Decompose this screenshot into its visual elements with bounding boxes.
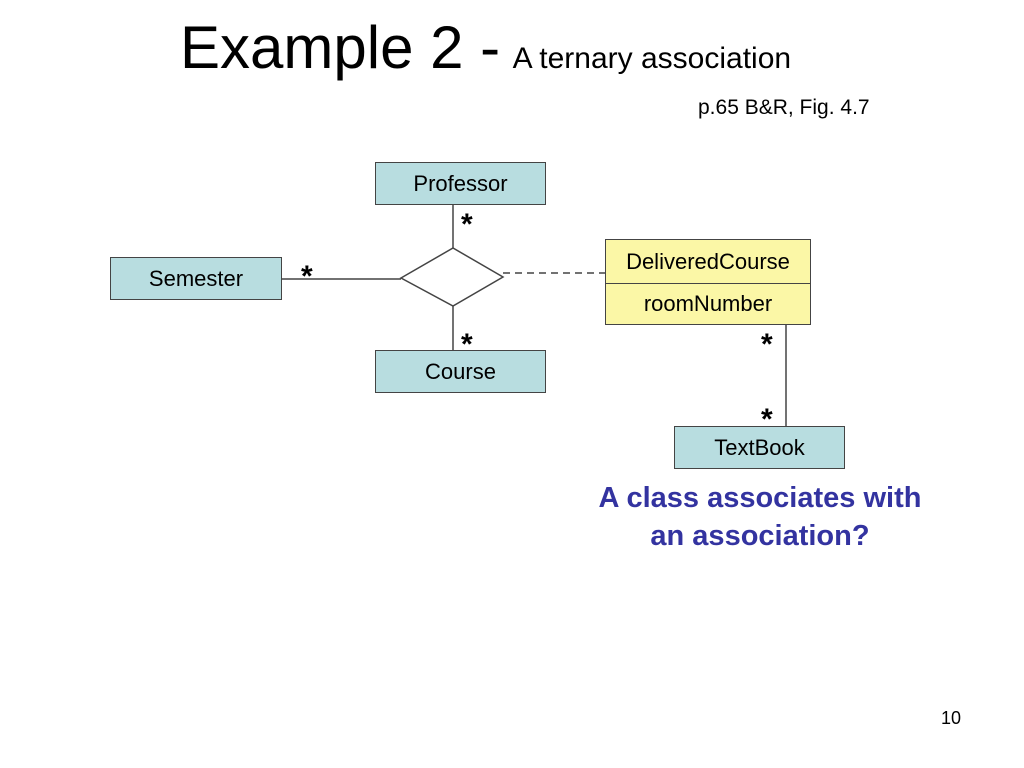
question-line-2: an association? <box>650 519 870 552</box>
delivered-course-association-class: DeliveredCourse roomNumber <box>605 239 811 325</box>
slide-title-main: Example 2 - <box>180 14 501 81</box>
association-diamond <box>399 247 505 307</box>
association-class-name: DeliveredCourse <box>626 249 790 274</box>
course-class: Course <box>375 350 546 393</box>
question-line-1: A class associates with <box>598 482 922 514</box>
page-number: 10 <box>941 708 962 728</box>
textbook-class: TextBook <box>674 426 845 469</box>
semester-class: Semester <box>110 257 282 300</box>
question-callout: A class associates with an association? <box>550 480 970 555</box>
association-class-attribute: roomNumber <box>643 291 773 316</box>
book-reference: p.65 B&R, Fig. 4.7 <box>698 96 870 119</box>
professor-multiplicity: * <box>461 208 473 241</box>
textbook-multiplicity: * <box>761 403 773 436</box>
course-multiplicity: * <box>461 328 473 361</box>
slide-subtitle: A ternary association <box>512 42 792 75</box>
slide-title: Example 2 - A ternary association <box>180 18 791 78</box>
semester-multiplicity: * <box>301 260 313 293</box>
association-class-divider <box>606 283 810 284</box>
delivered-course-multiplicity: * <box>761 328 773 361</box>
professor-class: Professor <box>375 162 546 205</box>
